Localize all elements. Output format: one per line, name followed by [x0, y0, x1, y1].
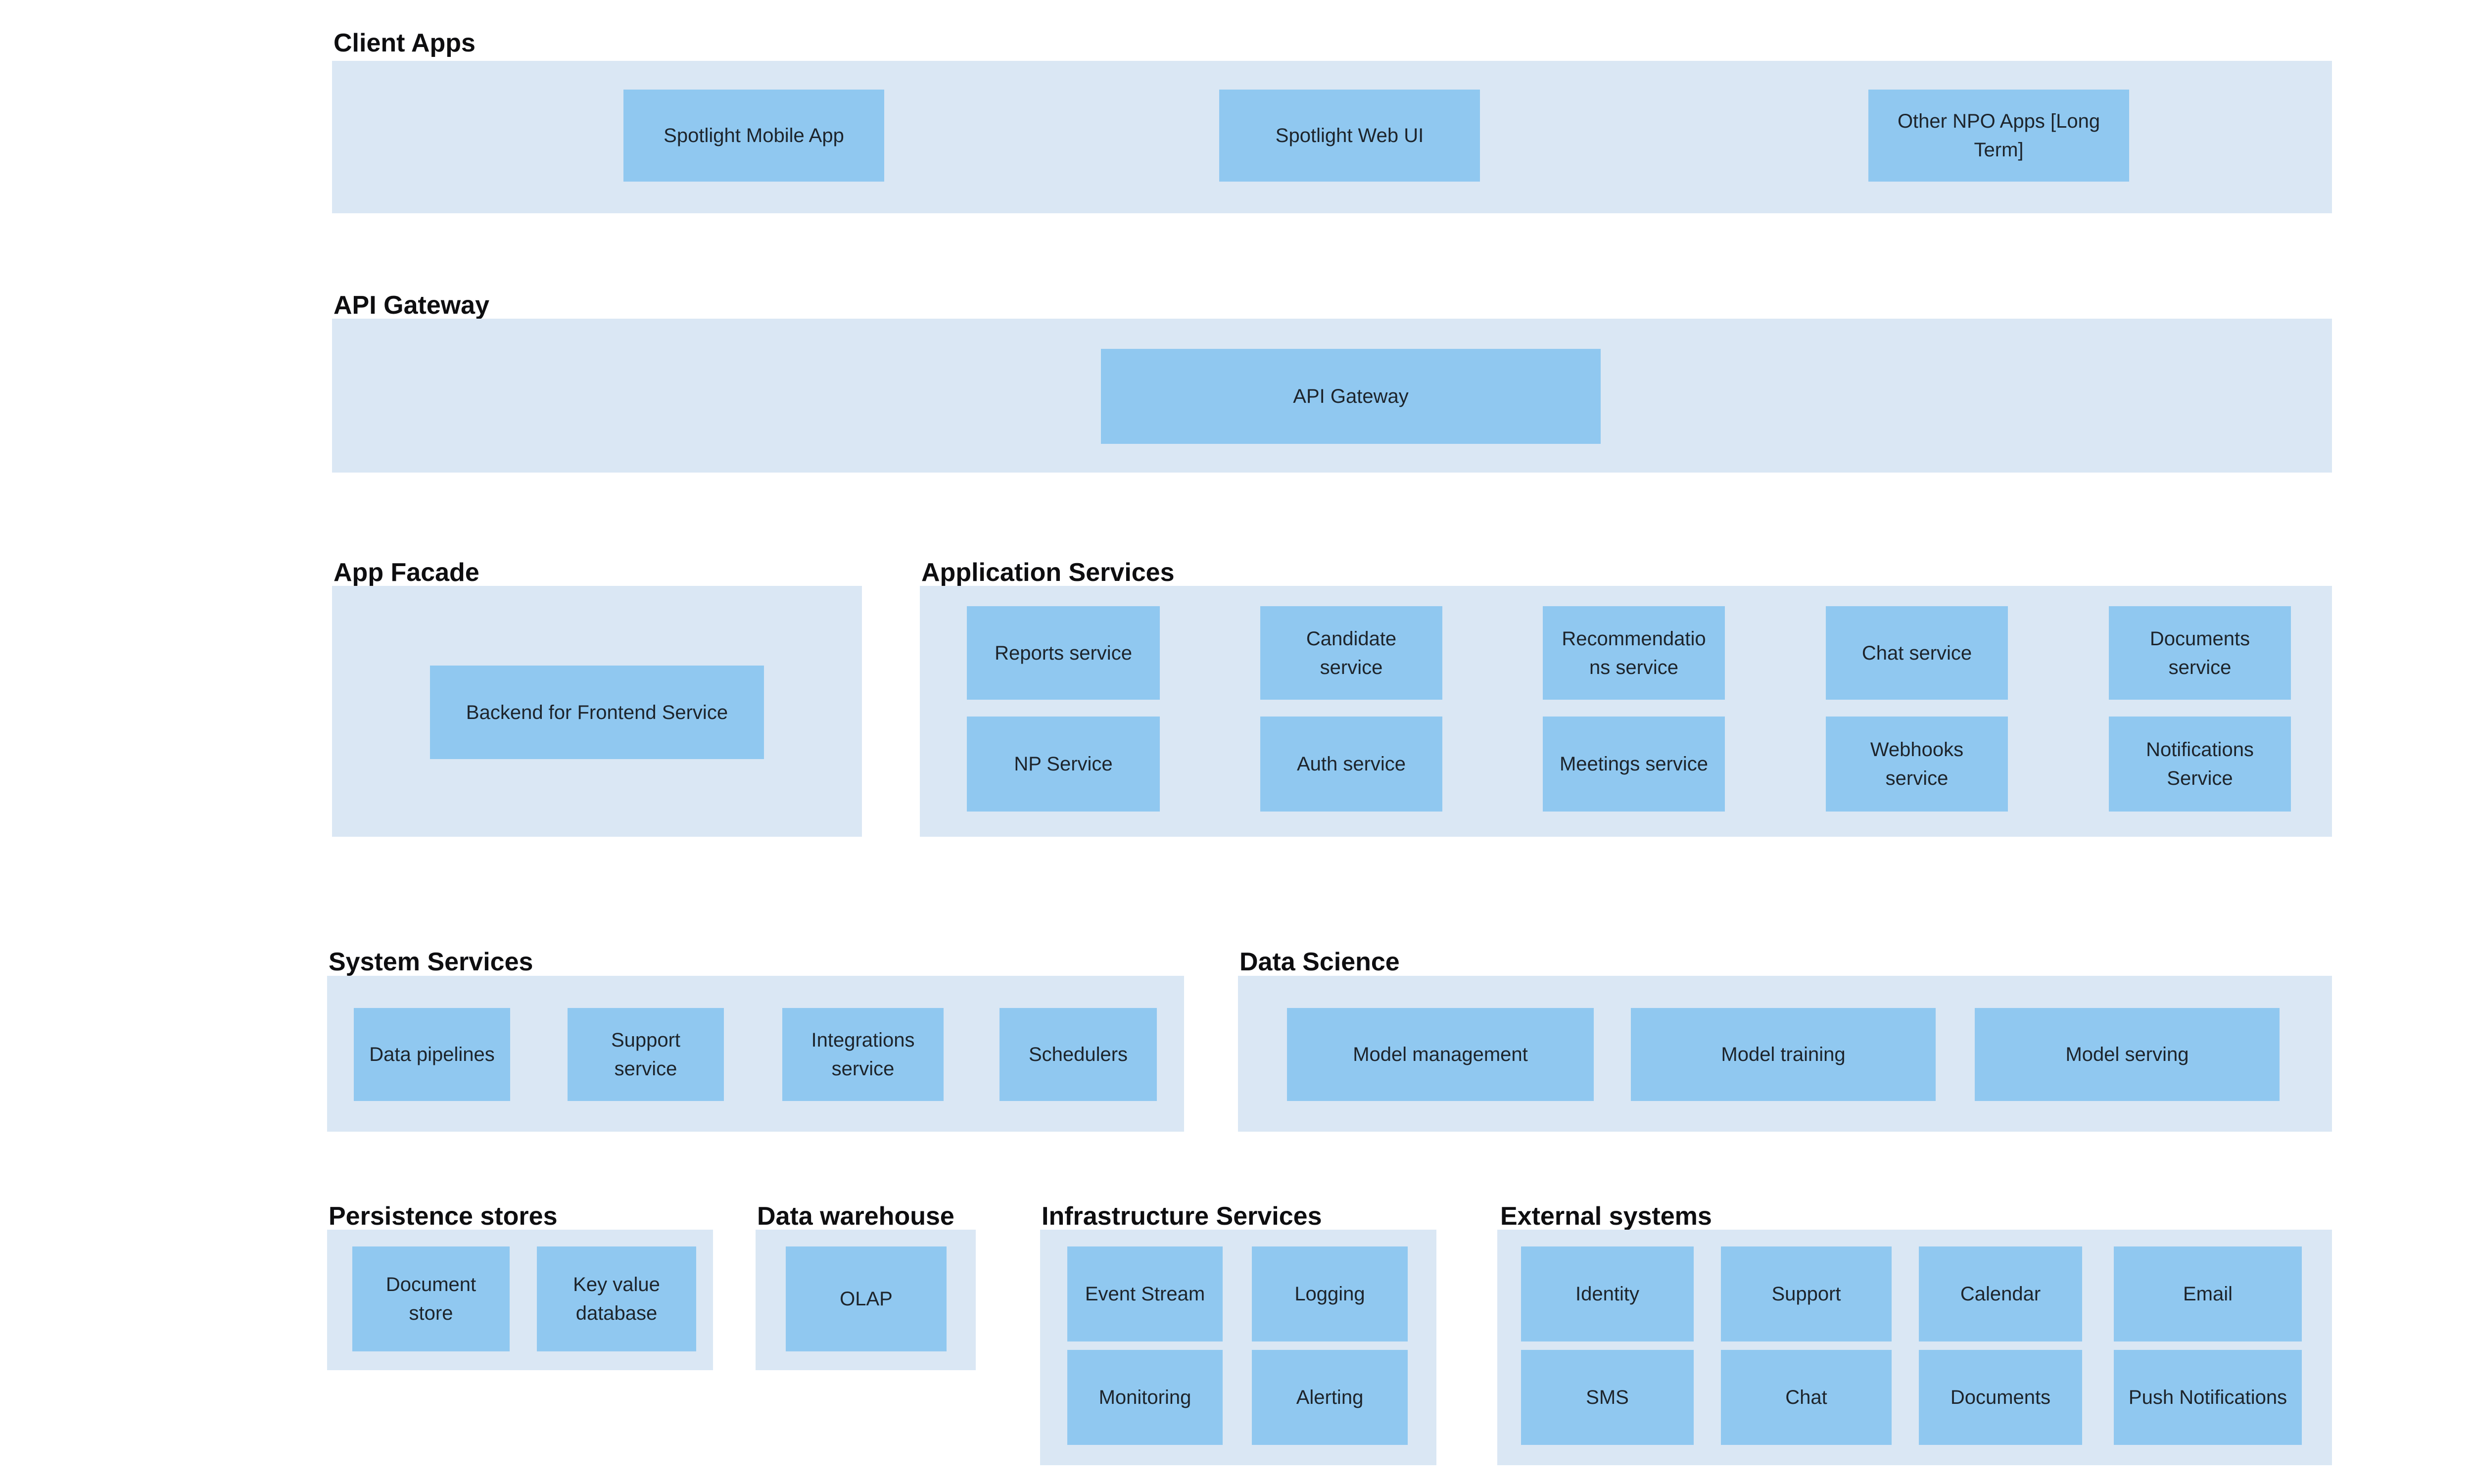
section-title-app-facade: App Facade — [333, 558, 479, 587]
node-label: Push Notifications — [2128, 1387, 2287, 1408]
node-backend-for-frontend-service: Backend for Frontend Service — [430, 666, 764, 759]
node-logging: Logging — [1252, 1246, 1408, 1341]
node-alerting: Alerting — [1252, 1350, 1408, 1445]
section-title-data-warehouse: Data warehouse — [757, 1202, 954, 1231]
node-label: Model management — [1353, 1044, 1528, 1065]
node-label: Chat — [1785, 1387, 1827, 1408]
node-label: Event Stream — [1085, 1283, 1205, 1305]
section-title-api-gateway: API Gateway — [333, 291, 490, 320]
node-label: Calendar — [1960, 1283, 2041, 1305]
node-integrations-service: Integrations service — [782, 1008, 944, 1101]
node-model-management: Model management — [1287, 1008, 1594, 1101]
node-label: Monitoring — [1098, 1387, 1191, 1408]
node-calendar: Calendar — [1919, 1246, 2082, 1341]
api-gateway-container: API Gateway — [332, 319, 2332, 473]
node-label: Logging — [1294, 1283, 1365, 1305]
node-meetings-service: Meetings service — [1543, 717, 1725, 812]
app-facade-container: Backend for Frontend Service — [332, 586, 862, 837]
node-label: NP Service — [1014, 753, 1113, 775]
client-apps-container: Spotlight Mobile App Spotlight Web UI Ot… — [332, 61, 2332, 213]
node-support-service: Support service — [568, 1008, 724, 1101]
node-reports-service: Reports service — [967, 606, 1160, 700]
node-label: Email — [2183, 1283, 2233, 1305]
section-title-client-apps: Client Apps — [333, 29, 476, 57]
node-other-npo-apps: Other NPO Apps [Long Term] — [1868, 90, 2129, 182]
node-recommendations-service: Recommendations service — [1543, 606, 1725, 700]
node-email: Email — [2114, 1246, 2302, 1341]
node-event-stream: Event Stream — [1067, 1246, 1223, 1341]
node-support: Support — [1721, 1246, 1892, 1341]
node-label: Candidate service — [1306, 627, 1397, 678]
node-label: Model serving — [2065, 1044, 2189, 1065]
node-key-value-database: Key value database — [537, 1246, 696, 1351]
node-label: Notifications Service — [2146, 739, 2254, 789]
node-documents-service: Documents service — [2109, 606, 2291, 700]
node-model-training: Model training — [1631, 1008, 1936, 1101]
persistence-stores-container: Document store Key value database — [327, 1230, 713, 1370]
section-title-application-services: Application Services — [921, 558, 1175, 587]
node-label: Recommendations service — [1562, 627, 1706, 678]
data-science-container: Model management Model training Model se… — [1238, 976, 2332, 1132]
node-notifications-service: Notifications Service — [2109, 717, 2291, 812]
node-chat-service: Chat service — [1826, 606, 2008, 700]
node-label: Reports service — [995, 642, 1132, 664]
node-identity: Identity — [1521, 1246, 1694, 1341]
node-label: Meetings service — [1559, 753, 1709, 775]
system-services-container: Data pipelines Support service Integrati… — [327, 976, 1184, 1132]
node-label: Identity — [1575, 1283, 1639, 1305]
section-title-system-services: System Services — [329, 948, 533, 976]
section-title-external-systems: External systems — [1500, 1202, 1712, 1231]
node-documents: Documents — [1919, 1350, 2082, 1445]
node-label: Model training — [1721, 1044, 1846, 1065]
node-model-serving: Model serving — [1975, 1008, 2280, 1101]
node-push-notifications: Push Notifications — [2114, 1350, 2302, 1445]
node-label: Spotlight Web UI — [1275, 125, 1424, 146]
section-title-data-science: Data Science — [1239, 948, 1400, 976]
node-olap: OLAP — [786, 1246, 947, 1351]
data-warehouse-container: OLAP — [756, 1230, 976, 1370]
node-label: API Gateway — [1293, 385, 1409, 407]
node-webhooks-service: Webhooks service — [1826, 717, 2008, 812]
node-auth-service: Auth service — [1260, 717, 1442, 812]
node-label: OLAP — [840, 1288, 893, 1310]
node-label: Support service — [611, 1029, 681, 1080]
node-label: Auth service — [1296, 753, 1406, 775]
node-label: Documents service — [2149, 627, 2250, 678]
node-document-store: Document store — [352, 1246, 510, 1351]
node-label: Alerting — [1296, 1387, 1364, 1408]
node-label: Key value database — [573, 1274, 660, 1324]
node-label: Documents — [1950, 1387, 2051, 1408]
node-label: SMS — [1586, 1387, 1629, 1408]
infrastructure-services-container: Event Stream Logging Monitoring Alerting — [1040, 1230, 1436, 1465]
node-schedulers: Schedulers — [999, 1008, 1157, 1101]
node-label: Document store — [385, 1274, 476, 1324]
section-title-persistence-stores: Persistence stores — [329, 1202, 558, 1231]
node-api-gateway: API Gateway — [1101, 349, 1601, 444]
application-services-container: Reports service Candidate service Recomm… — [920, 586, 2332, 837]
node-label: Schedulers — [1028, 1044, 1128, 1065]
node-label: Other NPO Apps [Long Term] — [1897, 110, 2100, 161]
node-monitoring: Monitoring — [1067, 1350, 1223, 1445]
node-spotlight-web-ui: Spotlight Web UI — [1219, 90, 1480, 182]
node-label: Chat service — [1861, 642, 1972, 664]
node-data-pipelines: Data pipelines — [354, 1008, 510, 1101]
node-label: Spotlight Mobile App — [664, 125, 844, 146]
node-chat: Chat — [1721, 1350, 1892, 1445]
node-label: Support — [1771, 1283, 1841, 1305]
node-spotlight-mobile-app: Spotlight Mobile App — [623, 90, 884, 182]
node-candidate-service: Candidate service — [1260, 606, 1442, 700]
section-title-infrastructure-services: Infrastructure Services — [1042, 1202, 1322, 1231]
node-np-service: NP Service — [967, 717, 1160, 812]
node-label: Backend for Frontend Service — [466, 701, 728, 723]
node-label: Integrations service — [811, 1029, 915, 1080]
node-label: Data pipelines — [369, 1044, 495, 1065]
node-sms: SMS — [1521, 1350, 1694, 1445]
external-systems-container: Identity Support Calendar Email SMS Chat… — [1497, 1230, 2332, 1465]
node-label: Webhooks service — [1870, 739, 1964, 789]
